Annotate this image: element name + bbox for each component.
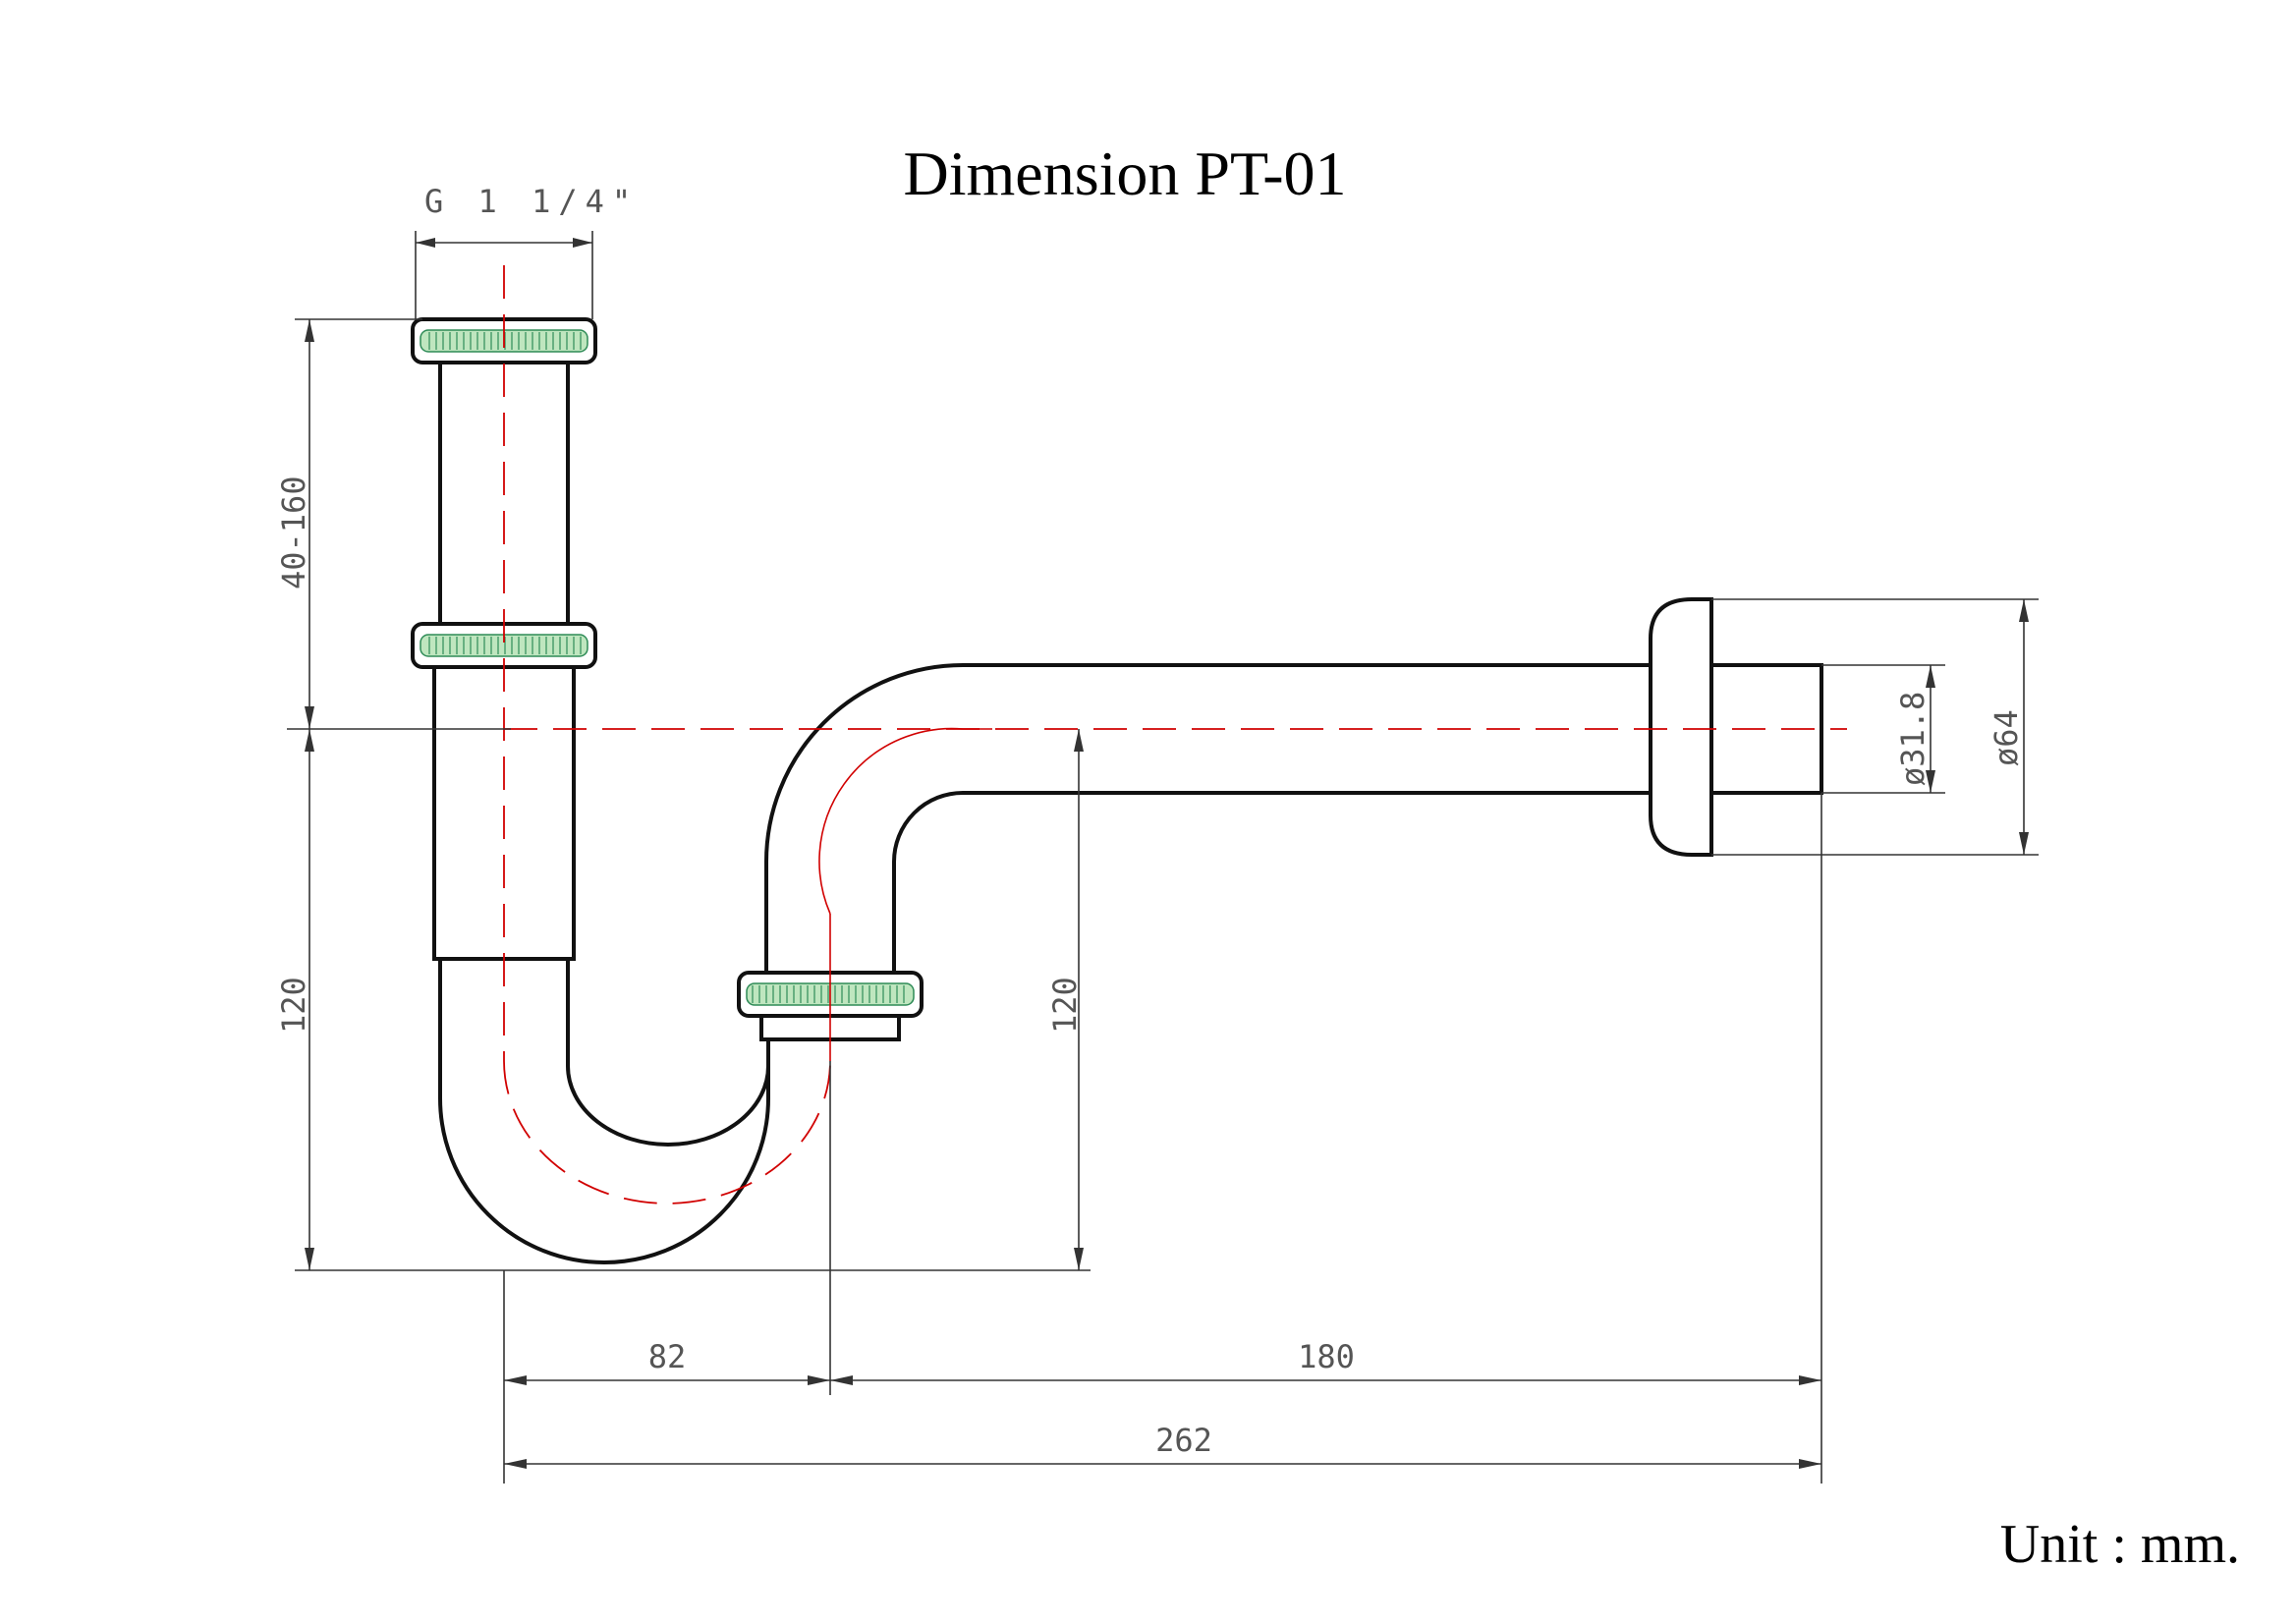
wall-length-dimension: 180	[830, 1338, 1821, 1385]
total-length-label: 262	[1155, 1422, 1212, 1459]
wall-length-label: 180	[1298, 1338, 1355, 1375]
tail-length-label: 40-160	[275, 476, 312, 589]
pipe-diameter-dimension: ø31.8	[1821, 664, 1945, 794]
horizontal-arm	[997, 663, 1660, 795]
unit-label: Unit : mm.	[2000, 1514, 2240, 1575]
thread-label: G 1 1/4"	[424, 183, 639, 220]
drop-right-dimension: 120	[1046, 729, 1084, 1270]
flange-diameter-dimension: ø64	[1711, 598, 2039, 856]
outlet-bend	[764, 663, 997, 978]
drop-left-label: 120	[275, 977, 312, 1034]
bend-offset-label: 82	[648, 1338, 687, 1375]
drop-left-dimension: 120	[275, 729, 1091, 1271]
flange-diameter-label: ø64	[1988, 709, 2025, 766]
bend-offset-dimension: 82	[504, 1338, 830, 1385]
drop-right-label: 120	[1046, 977, 1084, 1034]
tail-length-dimension: 40-160	[275, 318, 511, 730]
total-length-dimension: 262	[504, 1422, 1821, 1469]
centerlines	[503, 265, 1847, 1204]
drawing-title: Dimension PT-01	[904, 139, 1347, 208]
wall-flange	[1649, 597, 1823, 857]
pipe-diameter-label: ø31.8	[1894, 692, 1932, 786]
thread-dimension: G 1 1/4"	[415, 183, 639, 319]
u-bend	[438, 958, 770, 1264]
